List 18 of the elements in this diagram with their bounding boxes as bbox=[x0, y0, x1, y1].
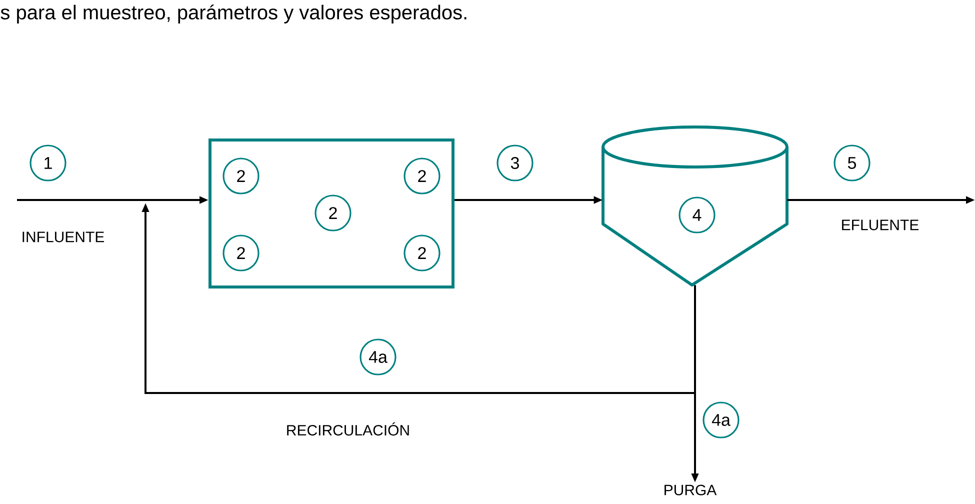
callout-number: 3 bbox=[496, 144, 534, 182]
callout-number: 5 bbox=[834, 144, 870, 182]
text-label: s para el muestreo, parámetros y valores esperados. bbox=[0, 4, 466, 24]
callout-number: 2 bbox=[404, 234, 440, 272]
text-label: EFLUENTE bbox=[842, 220, 919, 230]
edge-label: RECIRCULACIÓN bbox=[287, 422, 409, 436]
callout-number: 4a bbox=[360, 338, 396, 376]
callout-number: 2 bbox=[222, 234, 260, 272]
callout-number: 1 bbox=[30, 144, 66, 182]
clarifier-tank bbox=[602, 126, 788, 286]
callout-number: 2 bbox=[404, 158, 440, 194]
outlet-label: PURGA bbox=[664, 484, 717, 496]
reactor-tank bbox=[208, 138, 454, 288]
callout-number: 4a bbox=[702, 402, 740, 438]
callout-number: 4 bbox=[678, 196, 716, 234]
callout-number: 2 bbox=[222, 158, 260, 194]
callout-number: 2 bbox=[314, 194, 352, 232]
text-label: INFLUENTE bbox=[22, 232, 104, 242]
